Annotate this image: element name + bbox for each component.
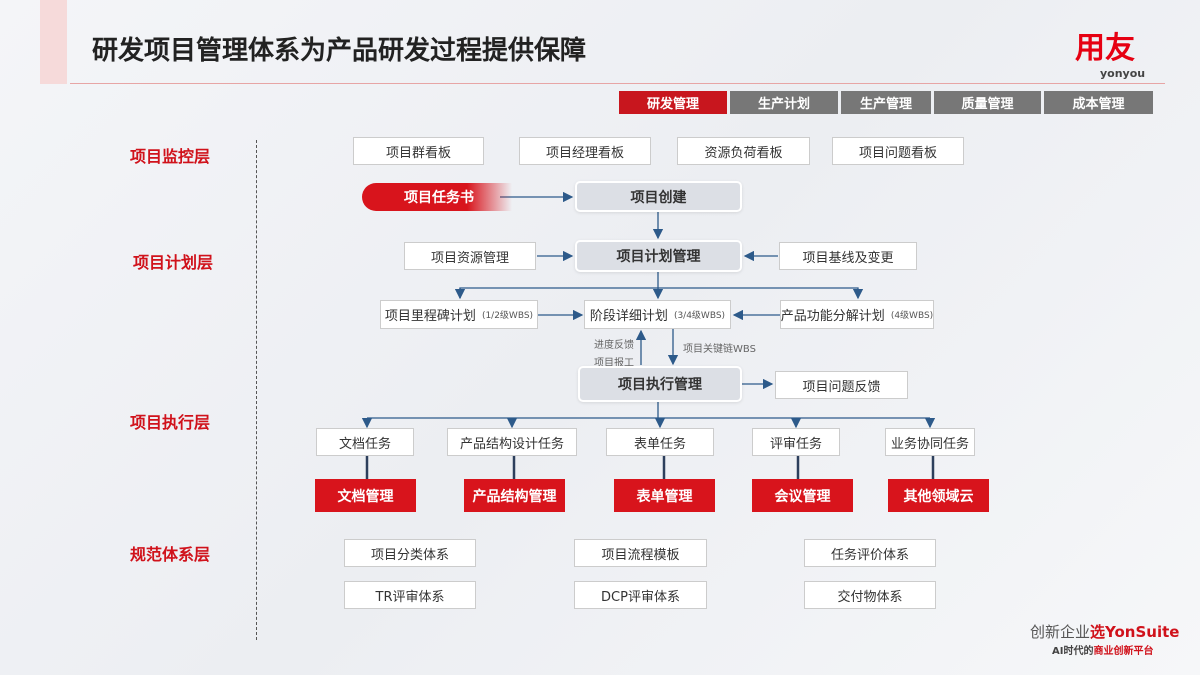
task-book[interactable]: 项目任务书 bbox=[362, 183, 512, 211]
std-classification[interactable]: 项目分类体系 bbox=[344, 539, 476, 567]
task-review[interactable]: 评审任务 bbox=[752, 428, 840, 456]
stage-label: 阶段详细计划 bbox=[589, 309, 668, 324]
issue-feedback[interactable]: 项目问题反馈 bbox=[775, 371, 908, 399]
std-dcp-review[interactable]: DCP评审体系 bbox=[574, 581, 707, 609]
tab-quality[interactable]: 质量管理 bbox=[934, 91, 1041, 114]
milestone-note: (1/2级WBS) bbox=[481, 311, 534, 321]
keychain-wbs-label: 项目关键链WBS bbox=[683, 344, 756, 355]
tab-production-plan[interactable]: 生产计划 bbox=[730, 91, 838, 114]
module-structure[interactable]: 产品结构管理 bbox=[464, 479, 565, 512]
stage-plan[interactable]: 阶段详细计划 (3/4级WBS) bbox=[584, 300, 731, 329]
task-collab[interactable]: 业务协同任务 bbox=[885, 428, 975, 456]
tab-cost[interactable]: 成本管理 bbox=[1044, 91, 1153, 114]
baseline-change[interactable]: 项目基线及变更 bbox=[779, 242, 917, 270]
monitor-pm-board[interactable]: 项目经理看板 bbox=[519, 137, 651, 165]
task-structure-design[interactable]: 产品结构设计任务 bbox=[447, 428, 577, 456]
project-create[interactable]: 项目创建 bbox=[575, 181, 742, 212]
slogan-b: 选YonSuite bbox=[1090, 623, 1180, 641]
milestone-label: 项目里程碑计划 bbox=[384, 309, 476, 324]
slogan-sub: AI时代的商业创新平台 bbox=[1052, 642, 1153, 657]
module-form[interactable]: 表单管理 bbox=[614, 479, 715, 512]
function-plan[interactable]: 产品功能分解计划 (4级WBS) bbox=[780, 300, 934, 329]
layer-exec: 项目执行层 bbox=[130, 413, 211, 432]
milestone-plan[interactable]: 项目里程碑计划 (1/2级WBS) bbox=[380, 300, 538, 329]
layer-divider bbox=[256, 140, 257, 640]
task-doc[interactable]: 文档任务 bbox=[316, 428, 414, 456]
tab-rd[interactable]: 研发管理 bbox=[619, 91, 727, 114]
task-form[interactable]: 表单任务 bbox=[606, 428, 714, 456]
module-other-cloud[interactable]: 其他领域云 bbox=[888, 479, 989, 512]
module-doc[interactable]: 文档管理 bbox=[315, 479, 416, 512]
module-meeting[interactable]: 会议管理 bbox=[752, 479, 853, 512]
decor-bar bbox=[40, 0, 67, 84]
layer-standard: 规范体系层 bbox=[130, 545, 211, 564]
slogan-a: 创新企业 bbox=[1030, 623, 1091, 641]
layer-plan: 项目计划层 bbox=[133, 253, 214, 272]
monitor-issue-board[interactable]: 项目问题看板 bbox=[832, 137, 964, 165]
slogan-d: 商业创新平台 bbox=[1093, 646, 1154, 657]
monitor-program-board[interactable]: 项目群看板 bbox=[353, 137, 484, 165]
layer-monitor: 项目监控层 bbox=[130, 147, 211, 166]
stage-note: (3/4级WBS) bbox=[673, 311, 726, 321]
progress-feedback-label: 进度反馈 bbox=[594, 340, 634, 351]
tab-production-mgmt[interactable]: 生产管理 bbox=[841, 91, 931, 114]
exec-mgmt[interactable]: 项目执行管理 bbox=[578, 366, 742, 402]
std-task-evaluation[interactable]: 任务评价体系 bbox=[804, 539, 936, 567]
std-tr-review[interactable]: TR评审体系 bbox=[344, 581, 476, 609]
function-note: (4级WBS) bbox=[890, 311, 934, 321]
slogan: 创新企业选YonSuite bbox=[1030, 621, 1179, 642]
function-label: 产品功能分解计划 bbox=[780, 309, 885, 324]
monitor-resource-board[interactable]: 资源负荷看板 bbox=[677, 137, 810, 165]
std-deliverables[interactable]: 交付物体系 bbox=[804, 581, 936, 609]
slogan-c: AI时代的 bbox=[1052, 646, 1094, 657]
std-process-template[interactable]: 项目流程模板 bbox=[574, 539, 707, 567]
resource-mgmt[interactable]: 项目资源管理 bbox=[404, 242, 536, 270]
logo-en: yonyou bbox=[1100, 67, 1146, 80]
header-divider bbox=[70, 83, 1165, 84]
page-title: 研发项目管理体系为产品研发过程提供保障 bbox=[92, 36, 587, 66]
plan-mgmt[interactable]: 项目计划管理 bbox=[575, 240, 742, 272]
logo: 用友 bbox=[1075, 31, 1135, 66]
work-report-label: 项目报工 bbox=[594, 358, 634, 369]
